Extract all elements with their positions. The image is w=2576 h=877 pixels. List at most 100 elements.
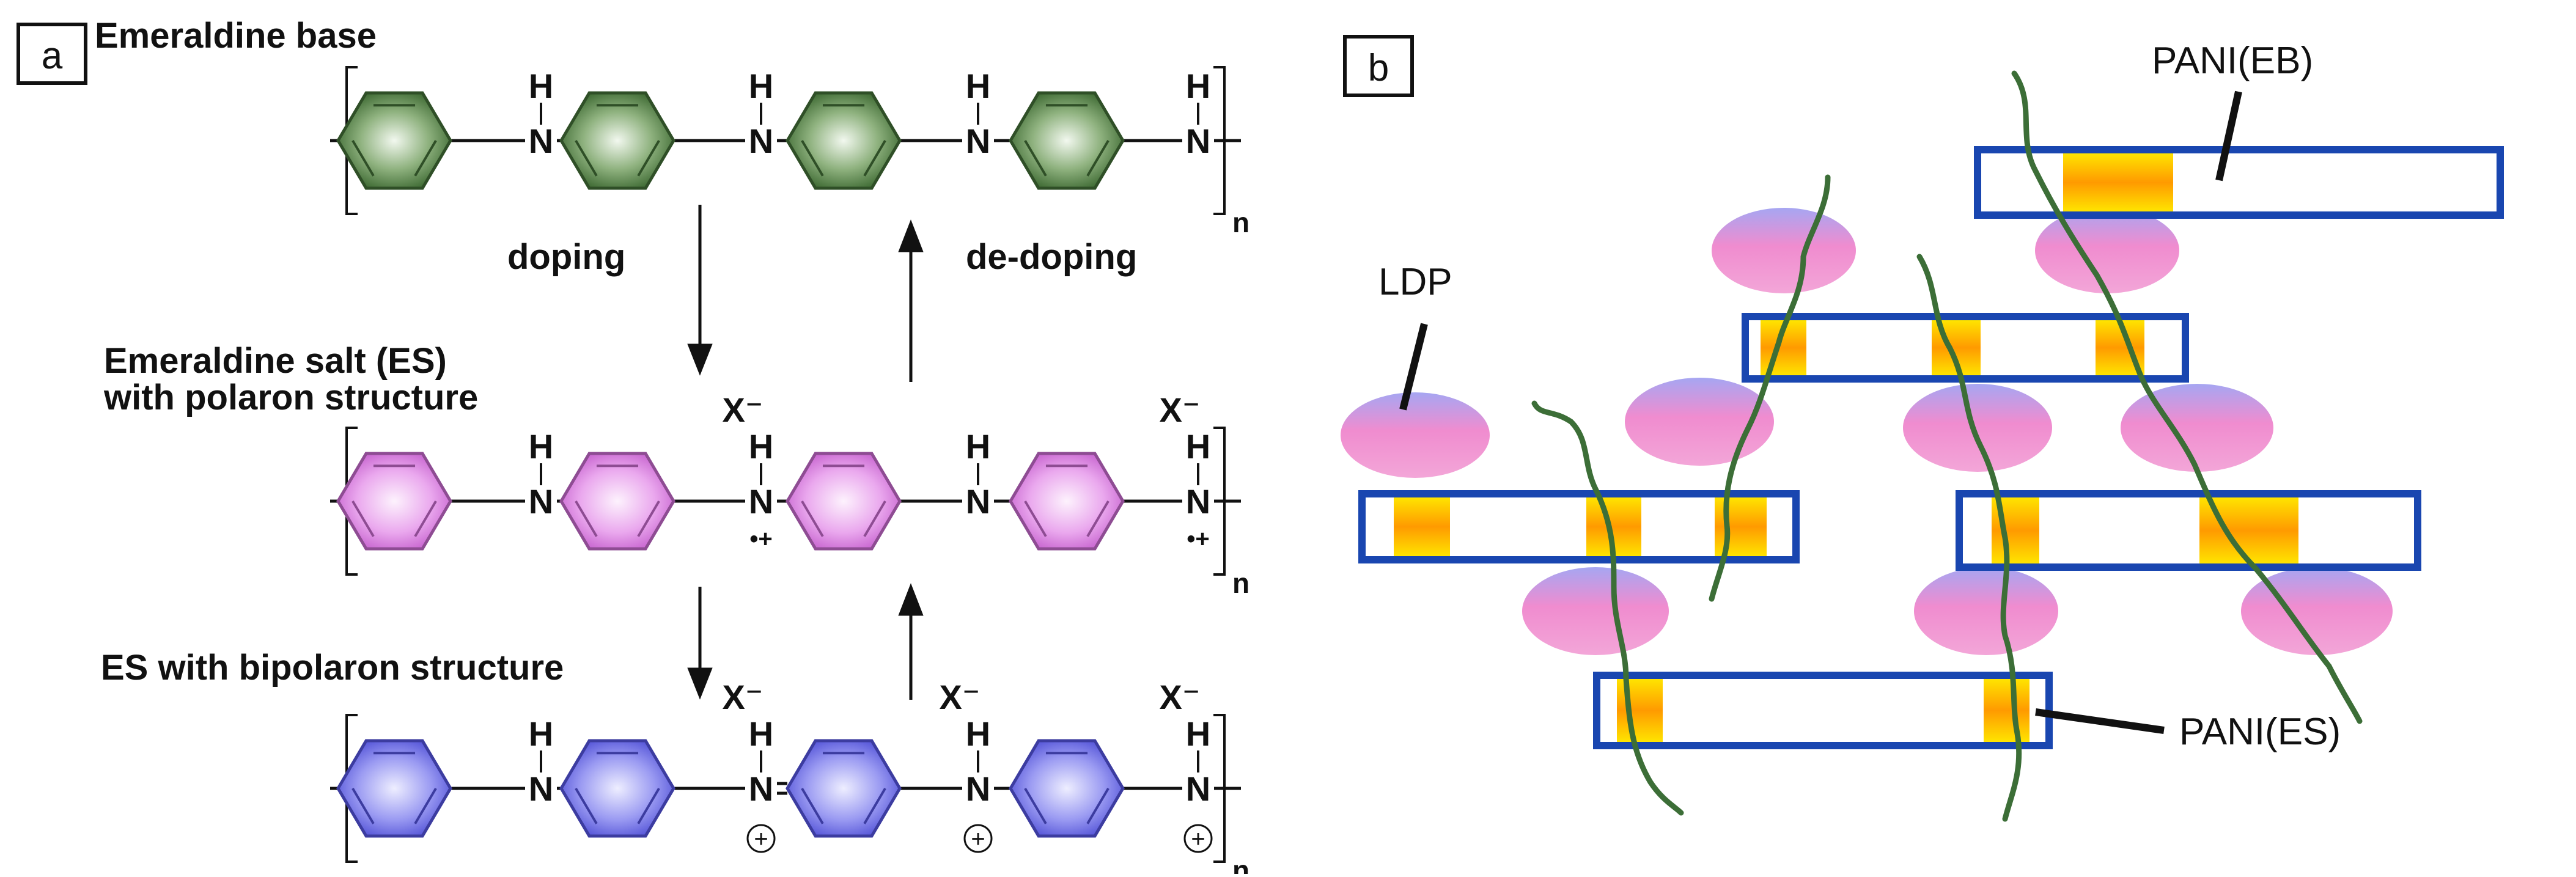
ldp-particle [2121, 384, 2273, 472]
panel-b-label-box [1343, 35, 1414, 97]
ring-double-bond [1024, 787, 1047, 824]
hydrogen-atom: H [529, 427, 553, 466]
benzene-ring [559, 91, 675, 190]
polymer-chain [1709, 174, 1831, 602]
doping-arrow-2-head [687, 667, 713, 700]
ring-double-bond [414, 500, 437, 537]
bipolaron-title: ES with bipolaron structure [101, 648, 564, 688]
hydrogen-atom: H [749, 427, 773, 466]
hydrogen-atom: H [966, 714, 990, 753]
nitrogen-atom: N [1186, 122, 1210, 160]
benzene-ring [1009, 739, 1125, 838]
ring-double-bond [1086, 500, 1110, 537]
ring-double-bond [863, 139, 886, 177]
pani-eb-pointer [2215, 90, 2242, 182]
panel-b: b [1341, 35, 2504, 822]
polymer-chain [1916, 254, 2022, 822]
ring-double-bond [863, 787, 886, 824]
benzene-ring [786, 452, 902, 551]
benzene-ring [336, 452, 452, 551]
benzene-ring [559, 739, 675, 838]
pani-es-pointer [2035, 708, 2165, 734]
pointer-lines [1399, 90, 2242, 734]
doped-segment [1394, 497, 1450, 556]
ldp-particle [2241, 567, 2393, 655]
nitrogen-atom: N [529, 482, 553, 521]
nitrogen-atom: N [529, 122, 553, 160]
pani-eb-label: PANI(EB) [2152, 40, 2313, 82]
benzene-ring [1009, 452, 1125, 551]
nitrogen-atom: N [1186, 482, 1210, 521]
benzene-ring [336, 91, 452, 190]
ring-double-bond [351, 500, 375, 537]
ring-double-bond [575, 139, 598, 177]
hydrogen-atom: H [529, 67, 553, 105]
nitrogen-atom: N [966, 122, 990, 160]
ring-double-bond [637, 500, 660, 537]
ring-double-bond [575, 787, 598, 824]
radical-cation: •+ [1187, 526, 1209, 552]
positive-charge: + [754, 826, 768, 853]
repeat-subscript: n [1232, 854, 1249, 874]
ring-double-bond [351, 139, 375, 177]
ldp-pointer [1399, 323, 1428, 411]
polaron-structure-title: with polaron structure [103, 378, 478, 417]
nitrogen-atom: N [529, 769, 553, 808]
benzene-ring [336, 739, 452, 838]
ring-double-bond [351, 787, 375, 824]
ldp-particle [1522, 567, 1669, 655]
pani-es-label: PANI(ES) [2179, 711, 2341, 753]
ring-double-bond [575, 500, 598, 537]
positive-charge: + [1191, 826, 1205, 853]
benzene-ring [786, 91, 902, 190]
panel-a-label-box [17, 23, 87, 85]
doped-segment [1715, 497, 1767, 556]
dedoping-arrow-2-head [898, 583, 924, 616]
positive-charge-circle [963, 824, 993, 853]
doped-segment [2063, 153, 2173, 211]
benzene-ring [1009, 91, 1125, 190]
nitrogen-atom: N [749, 122, 773, 160]
nitrogen-atom: N [966, 769, 990, 808]
positive-charge-circle [746, 824, 776, 853]
ring-double-bond [801, 500, 824, 537]
polymer-chain [1531, 400, 1684, 816]
ring-double-bond [637, 139, 660, 177]
ldp-particle [1712, 208, 1856, 293]
ring-double-bond [414, 787, 437, 824]
counter-ion: X⁻ [1160, 678, 1201, 716]
counter-ion: X⁻ [723, 678, 764, 716]
ring-double-bond [1024, 139, 1047, 177]
panel-a-label: a [42, 35, 63, 77]
nitrogen-atom: N [1186, 769, 1210, 808]
counter-ion: X⁻ [940, 678, 981, 716]
ring-double-bond [637, 787, 660, 824]
hydrogen-atom: H [1186, 714, 1210, 753]
reaction-arrows [687, 205, 924, 700]
hydrogen-atom: H [1186, 67, 1210, 105]
panel-b-label: b [1368, 47, 1389, 89]
hydrogen-atom: H [529, 714, 553, 753]
hydrogen-atom: H [749, 67, 773, 105]
ring-double-bond [801, 787, 824, 824]
positive-charge-circle [1183, 824, 1213, 853]
ring-double-bond [1086, 139, 1110, 177]
hydrogen-atom: H [749, 714, 773, 753]
counter-ion: X⁻ [1160, 391, 1201, 429]
doped-segment [1984, 679, 2030, 742]
ldp-particles [1341, 208, 2393, 655]
hydrogen-atom: H [966, 67, 990, 105]
repeat-subscript: n [1232, 207, 1249, 238]
repeat-subscript: n [1232, 567, 1249, 599]
counter-ion: X⁻ [723, 391, 764, 429]
ldp-particle [1341, 392, 1490, 478]
ldp-particle [1625, 378, 1774, 466]
hydrogen-atom: H [966, 427, 990, 466]
pani-es-rod [1593, 672, 2053, 749]
dedoping-arrow-1-head [898, 219, 924, 252]
